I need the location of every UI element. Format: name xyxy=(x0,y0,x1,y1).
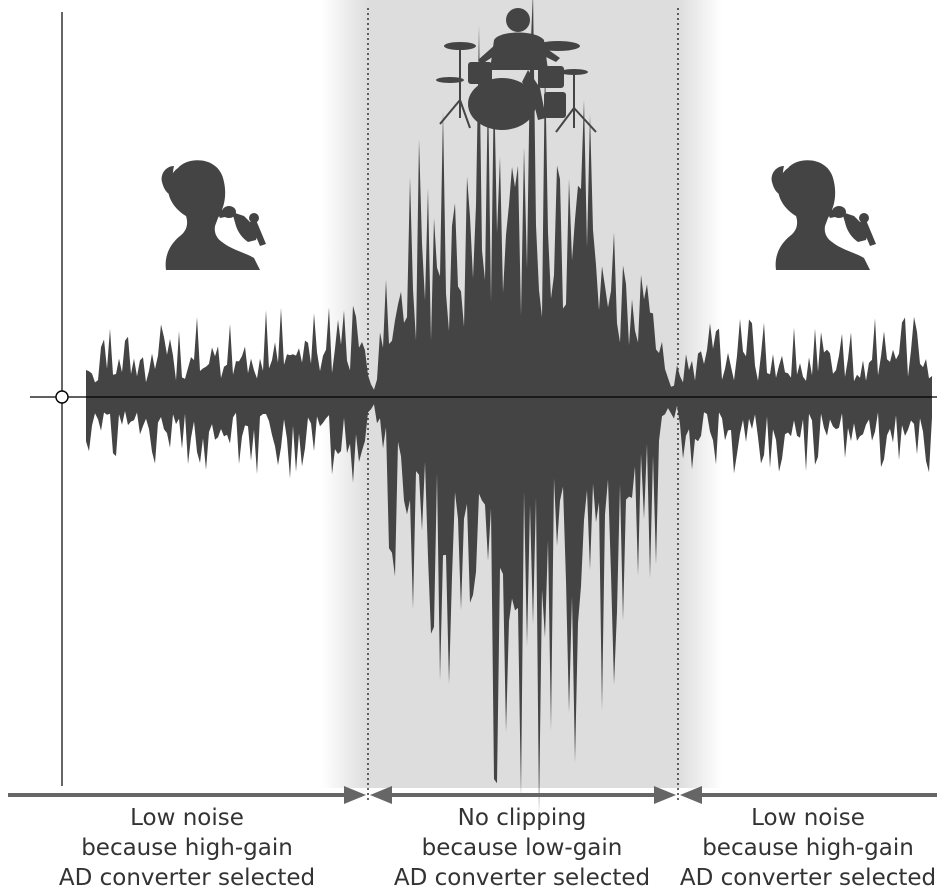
caption-right-line1: Low noise xyxy=(751,805,865,831)
range-arrow-left xyxy=(8,786,366,804)
caption-middle-line2: because low-gain xyxy=(421,835,623,861)
caption-middle-line3: AD converter selected xyxy=(393,865,651,891)
singer-icon xyxy=(771,160,876,270)
caption-right-line2: because high-gain xyxy=(702,835,914,861)
audio-waveform xyxy=(86,0,932,814)
range-arrow-right xyxy=(680,786,937,804)
caption-left: Low noise because high-gain AD converter… xyxy=(37,803,337,893)
caption-middle-line1: No clipping xyxy=(457,805,587,831)
caption-right-line3: AD converter selected xyxy=(679,865,937,891)
origin-marker xyxy=(55,390,69,404)
caption-middle: No clipping because low-gain AD converte… xyxy=(372,803,672,893)
caption-right: Low noise because high-gain AD converter… xyxy=(658,803,941,893)
range-arrow-middle xyxy=(370,786,676,804)
singer-icon xyxy=(161,160,266,270)
caption-left-line1: Low noise xyxy=(130,805,244,831)
caption-left-line3: AD converter selected xyxy=(58,865,316,891)
drummer-icon xyxy=(436,8,597,133)
waveform-shape xyxy=(86,0,932,814)
caption-left-line2: because high-gain xyxy=(81,835,293,861)
